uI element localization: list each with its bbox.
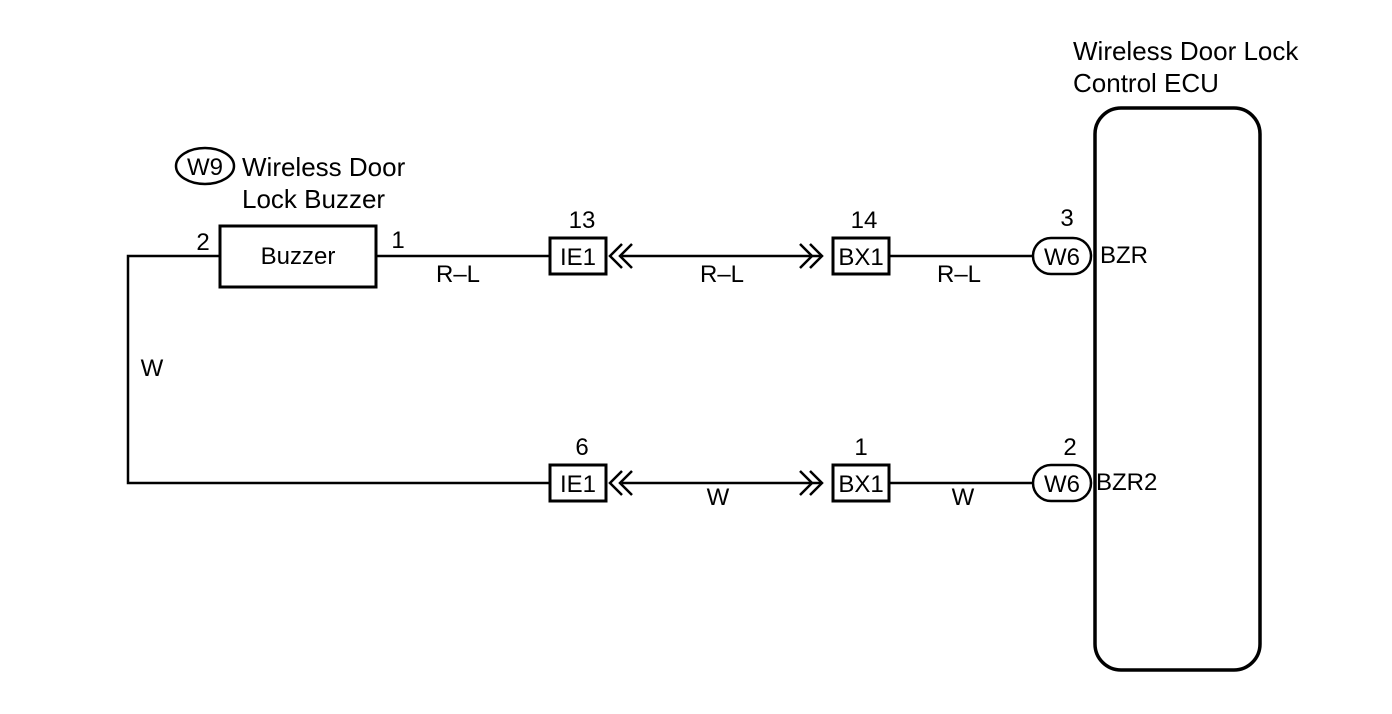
bottom-wire-color-1: W — [707, 484, 730, 511]
ecu-pin-bzr2: 2 — [1063, 434, 1076, 461]
bottom-bx1-pin: 1 — [854, 434, 867, 461]
buzzer-name-line2: Lock Buzzer — [242, 184, 385, 214]
ecu-title-line1: Wireless Door Lock — [1073, 36, 1299, 66]
buzzer-connector-oval — [174, 146, 236, 186]
buzzer-connector-id: W9 — [187, 154, 223, 181]
ecu-connector-bzr — [1031, 236, 1093, 276]
bottom-ie1-pin: 6 — [575, 434, 588, 461]
top-wire-color-3: R–L — [937, 261, 981, 288]
top-left-chevron-icon — [608, 243, 633, 269]
ecu-terminal-bzr: BZR — [1100, 242, 1148, 269]
bottom-bx1-label: BX1 — [838, 471, 883, 498]
ground-wire-color: W — [141, 355, 164, 382]
ecu-connector-bzr-id: W6 — [1044, 244, 1080, 271]
ecu-terminal-bzr2: BZR2 — [1096, 469, 1157, 496]
top-ie1-box — [548, 236, 608, 276]
ground-wire: W — [126, 254, 550, 485]
top-wire-color-2: R–L — [700, 261, 744, 288]
ecu-component: Wireless Door Lock Control ECU — [1073, 36, 1299, 672]
ecu-connector-bzr2 — [1031, 463, 1093, 503]
top-bx1-label: BX1 — [838, 244, 883, 271]
bottom-left-chevron-icon — [608, 470, 633, 496]
bottom-circuit: IE1 6 W BX1 1 W W6 2 BZR2 — [548, 434, 1157, 511]
buzzer-box-label: Buzzer — [261, 243, 336, 270]
bottom-wire-color-2: W — [952, 484, 975, 511]
ecu-connector-bzr2-id: W6 — [1044, 471, 1080, 498]
buzzer-pin-right: 1 — [391, 227, 404, 254]
top-wire-color-1: R–L — [436, 261, 480, 288]
buzzer-name-line1: Wireless Door — [242, 152, 406, 182]
buzzer-pin-left: 2 — [196, 229, 209, 256]
buzzer-component: W9 Wireless Door Lock Buzzer Buzzer 2 1 — [174, 146, 406, 289]
ground-wire-line — [126, 254, 550, 485]
bottom-ie1-box — [548, 463, 608, 503]
ecu-pin-bzr: 3 — [1060, 205, 1073, 232]
top-right-chevron-icon — [799, 243, 824, 269]
ecu-title-line2: Control ECU — [1073, 68, 1219, 98]
bottom-ie1-label: IE1 — [560, 471, 596, 498]
buzzer-box — [218, 224, 378, 289]
top-ie1-label: IE1 — [560, 244, 596, 271]
ecu-body — [1093, 106, 1262, 672]
top-ie1-pin: 13 — [569, 207, 596, 234]
top-circuit: R–L IE1 13 R–L BX1 14 R–L W6 3 BZR — [376, 205, 1148, 288]
top-bx1-pin: 14 — [851, 207, 878, 234]
bottom-right-chevron-icon — [799, 470, 824, 496]
